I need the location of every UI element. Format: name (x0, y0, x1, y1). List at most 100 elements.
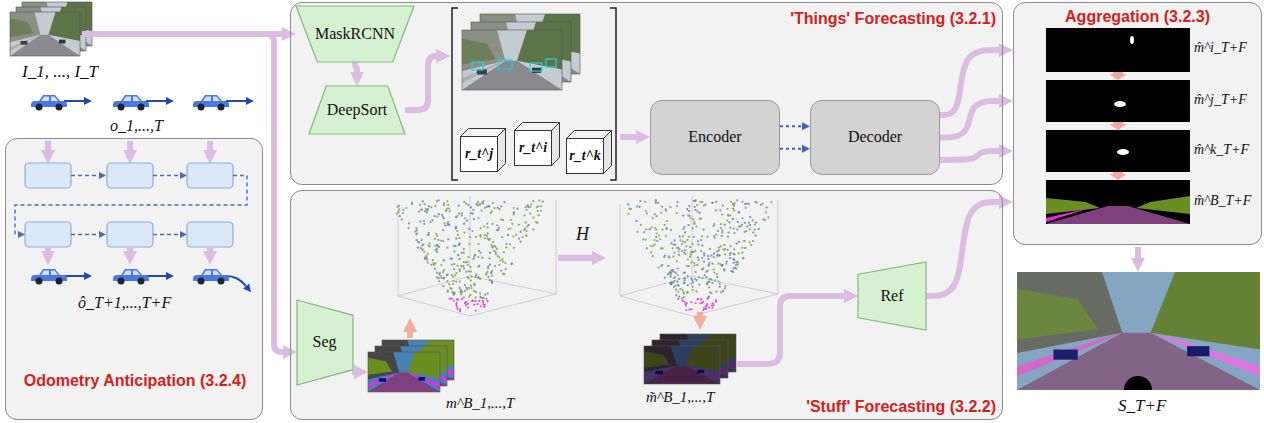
cloud-point (703, 254, 705, 256)
cloud-point (677, 274, 679, 276)
cloud-point (448, 224, 450, 226)
cloud-point (716, 276, 718, 278)
cloud-point (636, 231, 638, 233)
cloud-point (722, 290, 724, 292)
cloud-point (700, 250, 702, 252)
cloud-point (436, 248, 438, 250)
cloud-point (733, 228, 735, 230)
cloud-point (698, 284, 700, 286)
cloud-point (495, 246, 497, 248)
feature-cube: r_t^k (566, 130, 612, 174)
cloud-point (468, 287, 470, 289)
cloud-point (665, 210, 667, 212)
panel-ground (290, 190, 1003, 420)
cloud-point (672, 247, 674, 249)
panel-grounds (5, 2, 1262, 420)
cloud-point (720, 291, 722, 293)
cloud-point (692, 218, 694, 220)
cloud-point (691, 251, 693, 253)
mask-blob (1114, 101, 1126, 107)
cloud-point (729, 227, 731, 229)
cloud-point (738, 225, 740, 227)
cloud-point (646, 247, 648, 249)
cloud-point (682, 228, 684, 230)
cloud-point (513, 212, 515, 214)
cloud-point (463, 248, 465, 250)
cloud-point (695, 225, 697, 227)
cloud-point (689, 246, 691, 248)
cloud-point (465, 304, 467, 306)
cloud-point (458, 237, 460, 239)
cloud-point (468, 277, 470, 279)
cloud-point (467, 256, 469, 258)
cube-face (498, 129, 506, 172)
math-label: o_1,...,T (110, 116, 163, 135)
cloud-point (490, 271, 492, 273)
cloud-point (454, 292, 456, 294)
recurrent-link (153, 234, 180, 235)
cloud-point (421, 209, 423, 211)
cloud-point (653, 239, 655, 241)
cloud-point (459, 291, 461, 293)
cloud-point (510, 219, 512, 221)
cloud-point (481, 202, 483, 204)
cloud-point (701, 235, 703, 237)
recurrent-link (15, 176, 247, 235)
car-icon (31, 269, 67, 285)
cloud-point (494, 245, 496, 247)
data-flow (940, 151, 999, 160)
cloud-point (736, 199, 738, 201)
cloud-point (497, 255, 499, 257)
cloud-point (428, 205, 430, 207)
cloud-point (681, 250, 683, 252)
cloud-point (440, 277, 442, 279)
cloud-point (472, 209, 474, 211)
cloud-point (717, 263, 719, 265)
cloud-point (446, 280, 448, 282)
cloud-point (434, 268, 436, 270)
cloud-point (676, 281, 678, 283)
cloud-point (473, 284, 475, 286)
cloud-point (733, 232, 735, 234)
cloud-point (736, 228, 738, 230)
cloud-point (468, 228, 470, 230)
cloud-point (722, 264, 724, 266)
cloud-point (708, 264, 710, 266)
plot-axes (398, 196, 556, 316)
cloud-point (459, 243, 461, 245)
cloud-point (683, 277, 685, 279)
cloud-point (458, 205, 460, 207)
plot-axes (620, 196, 778, 316)
cloud-point (525, 206, 527, 208)
road (1046, 206, 1190, 224)
cloud-point (436, 200, 438, 202)
network-block: Ref (858, 262, 926, 330)
cloud-point (692, 227, 694, 229)
math-label: S_T+F (1118, 396, 1166, 416)
cloud-point (762, 218, 764, 220)
cloud-point (681, 297, 683, 299)
math-label: m̂^k_T+F (1194, 142, 1249, 159)
cloud-point (538, 214, 540, 216)
math-label: H (576, 224, 589, 246)
cloud-point (471, 287, 473, 289)
cloud-point (479, 292, 481, 294)
cloud-point (677, 291, 679, 293)
cloud-point (666, 227, 668, 229)
cloud-point (746, 225, 748, 227)
cloud-point (447, 238, 449, 240)
cloud-point (700, 298, 702, 300)
cloud-point (694, 206, 696, 208)
cloud-point (695, 291, 697, 293)
cloud-point (475, 236, 477, 238)
cloud-point (398, 205, 400, 207)
track-box (498, 60, 512, 69)
recurrent-link (71, 234, 99, 235)
cloud-point (480, 296, 482, 298)
cloud-point (421, 239, 423, 241)
cloud-point (627, 203, 629, 205)
track-box (546, 59, 556, 67)
lstm-cell (107, 163, 153, 188)
module-label: Decoder (848, 128, 902, 146)
